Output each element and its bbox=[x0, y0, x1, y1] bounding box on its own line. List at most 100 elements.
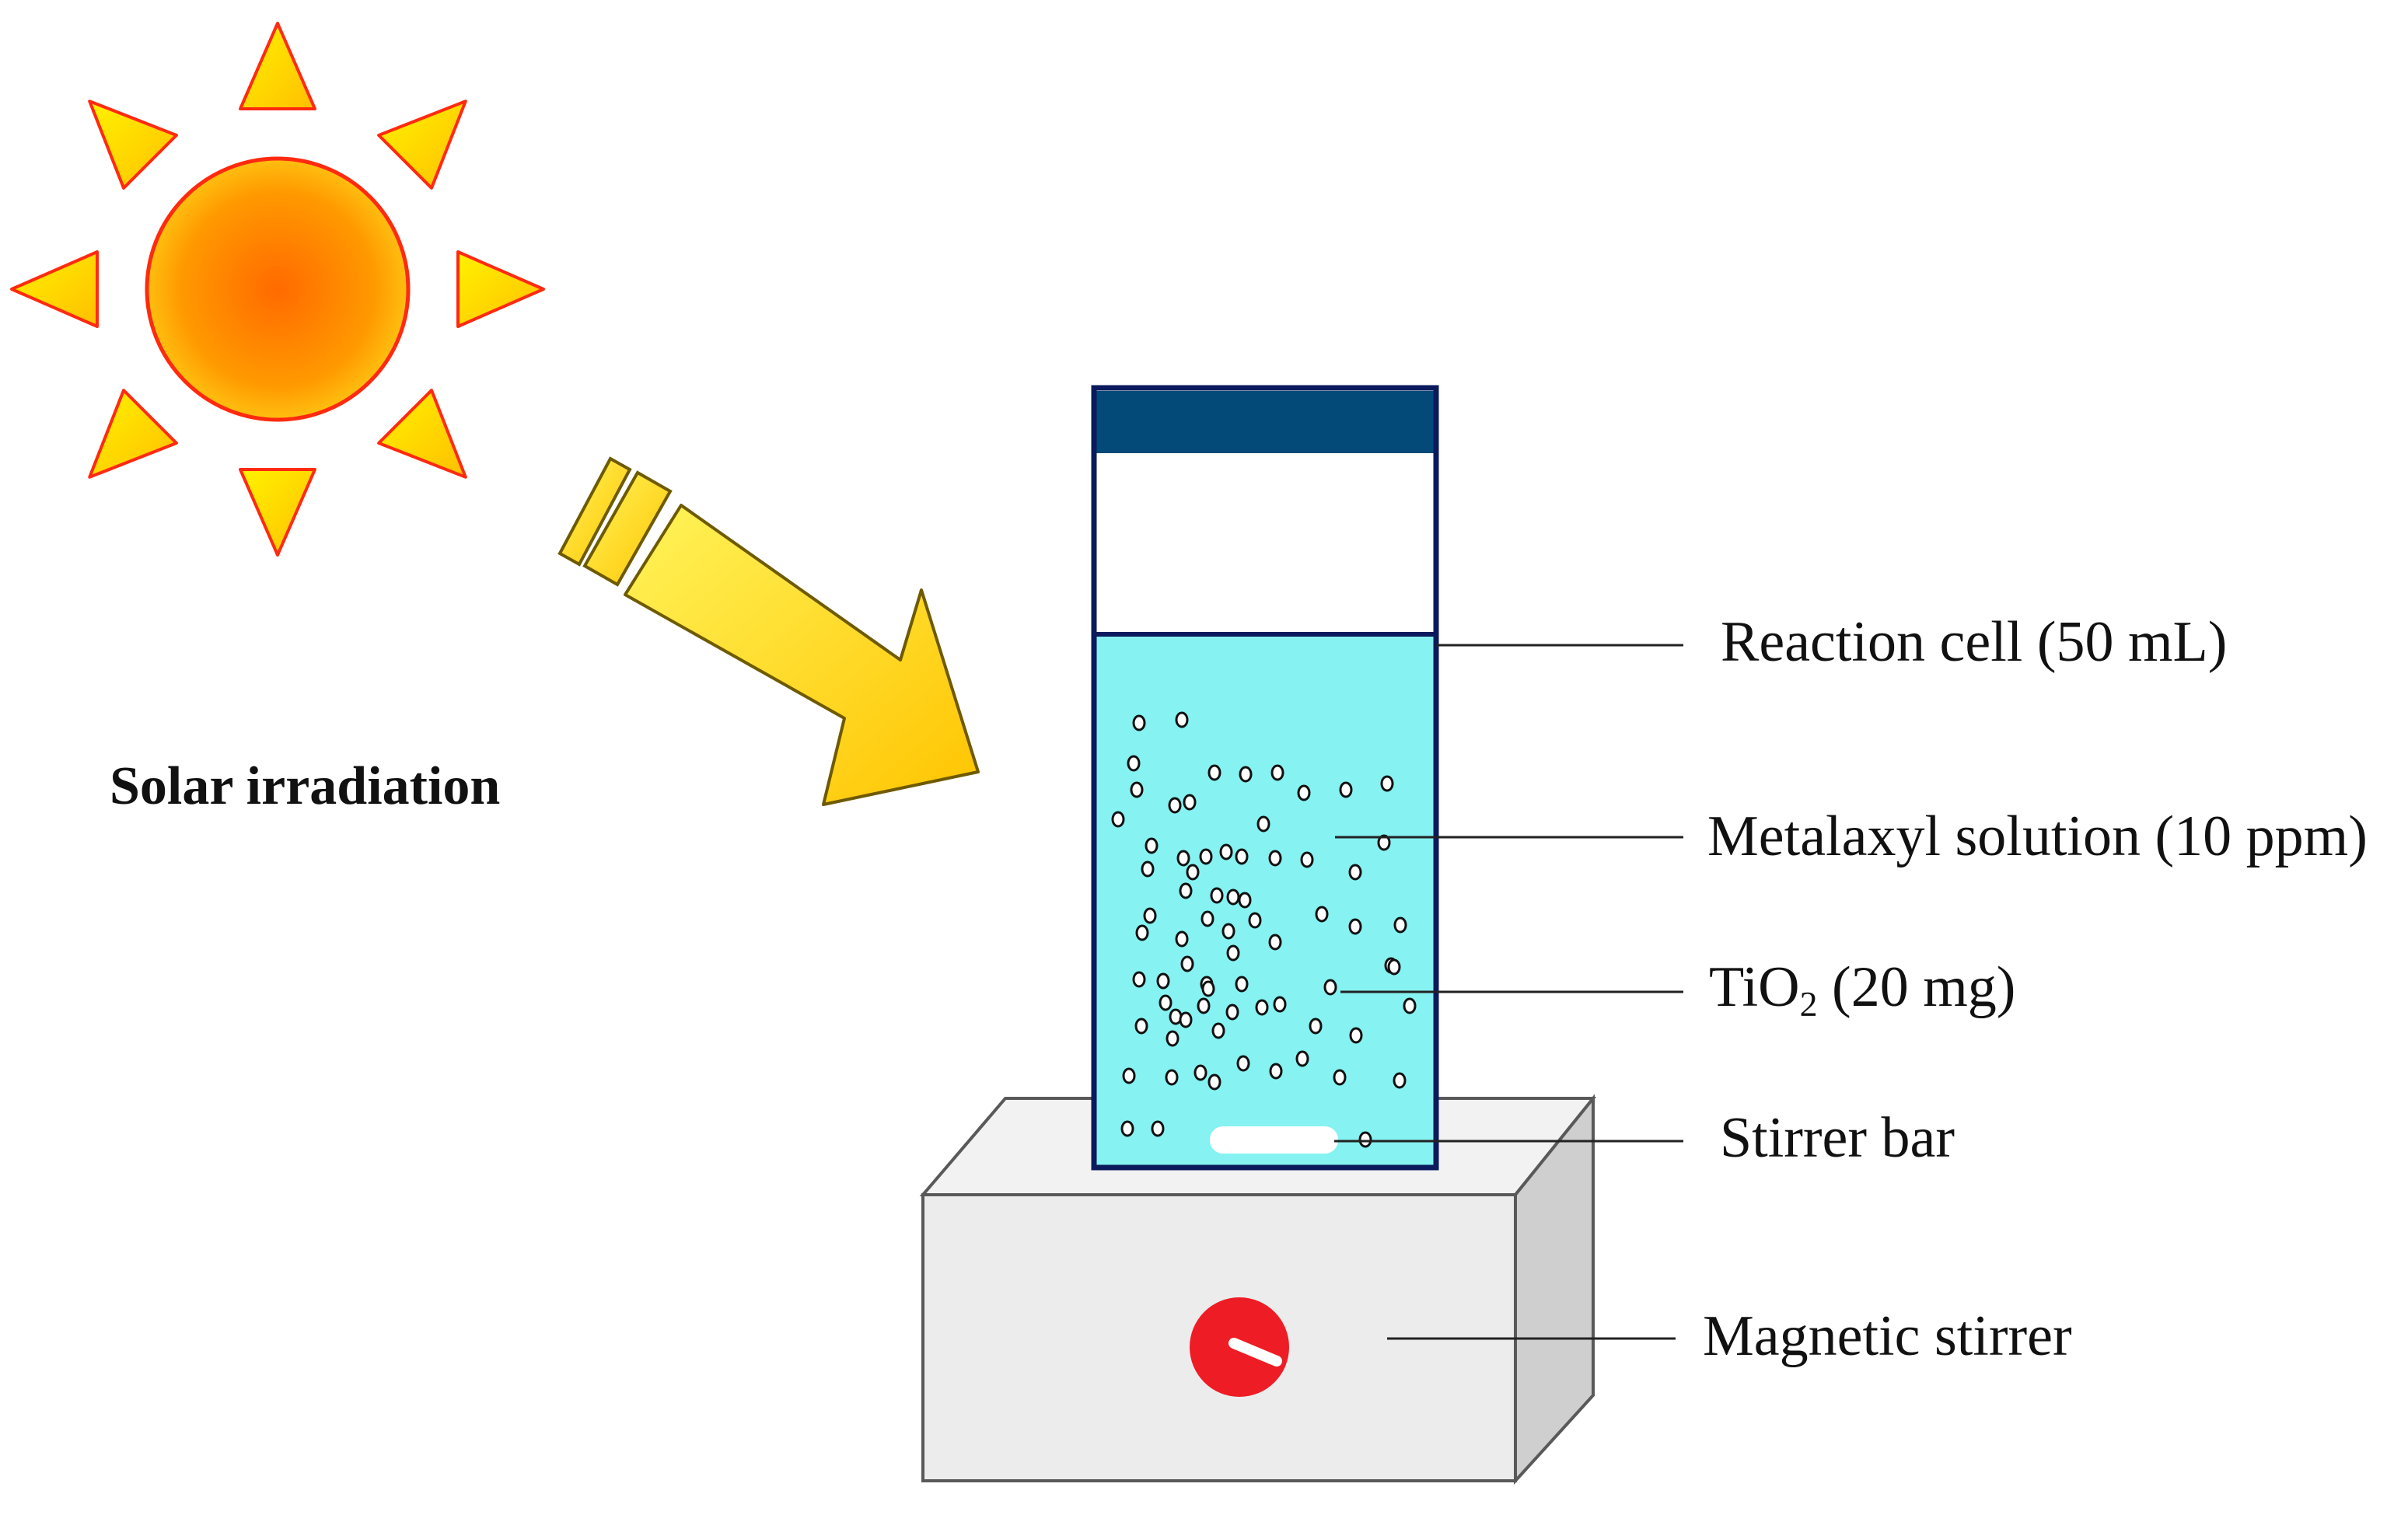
tio2-particle bbox=[1207, 764, 1221, 781]
cell-solution bbox=[1094, 634, 1436, 1165]
reaction-cell-label: Reaction cell (50 mL) bbox=[1721, 610, 2228, 674]
tio2-particle bbox=[1130, 781, 1144, 798]
tio2-particle bbox=[1165, 1069, 1179, 1086]
cell-cap bbox=[1094, 391, 1436, 453]
metalaxyl-solution-label: Metalaxyl solution (10 ppm) bbox=[1707, 805, 2368, 868]
tio2-particle bbox=[1380, 775, 1394, 792]
tio2-particle bbox=[1143, 907, 1157, 924]
sun-ray bbox=[239, 22, 316, 110]
tio2-particle bbox=[1255, 999, 1269, 1016]
tio2-particle bbox=[1323, 979, 1337, 996]
tio2-particle bbox=[1166, 1030, 1180, 1047]
tio2-particle bbox=[1211, 1022, 1225, 1039]
tio2-particle bbox=[1393, 916, 1407, 934]
tio2-particle bbox=[1358, 1131, 1372, 1148]
tio2-amount: (20 mg) bbox=[1817, 955, 2016, 1019]
tio2-particle bbox=[1270, 764, 1284, 781]
sun-ray bbox=[377, 389, 467, 479]
tio2-particle bbox=[1236, 1055, 1250, 1072]
tio2-particle bbox=[1210, 887, 1224, 904]
tio2-particle bbox=[1268, 850, 1282, 867]
tio2-particle bbox=[1194, 1064, 1207, 1081]
tio2-particle bbox=[1197, 997, 1211, 1014]
tio2-particle bbox=[1201, 910, 1214, 927]
tio2-particle bbox=[1268, 934, 1282, 951]
arrow-stripe-1 bbox=[557, 456, 632, 567]
arrow-body bbox=[624, 504, 980, 806]
arrow-stripe-2 bbox=[582, 470, 673, 587]
sun-ray bbox=[10, 250, 99, 328]
tio2-particle bbox=[1151, 1120, 1165, 1137]
tio2-particle bbox=[1295, 1050, 1309, 1067]
tio2-particle bbox=[1141, 860, 1155, 878]
tio2-particle bbox=[1127, 755, 1141, 772]
tio2-particle bbox=[1179, 882, 1193, 899]
tio2-particle bbox=[1377, 834, 1391, 851]
tio2-label: TiO2 (20 mg) bbox=[1709, 955, 2015, 1025]
tio2-particle bbox=[1348, 918, 1362, 935]
tio2-particle bbox=[1156, 972, 1170, 990]
tio2-particle bbox=[1145, 837, 1159, 854]
tio2-particle bbox=[1180, 955, 1194, 972]
tio2-particle bbox=[1199, 848, 1213, 865]
stirrer-bar-label: Stirrer bar bbox=[1720, 1106, 1955, 1170]
tio2-particle bbox=[1175, 930, 1189, 948]
tio2-particle bbox=[1393, 1072, 1407, 1089]
tio2-particle bbox=[1120, 1120, 1134, 1137]
tio2-particle bbox=[1219, 843, 1233, 860]
tio2-particles bbox=[1111, 711, 1417, 1148]
sun-ray bbox=[239, 468, 316, 557]
tio2-particle bbox=[1134, 1018, 1148, 1035]
tio2-particle bbox=[1226, 944, 1240, 962]
tio2-particle bbox=[1186, 864, 1200, 881]
sun-icon bbox=[10, 22, 545, 557]
tio2-particle bbox=[1403, 997, 1417, 1014]
leader-lines bbox=[1334, 644, 1683, 1340]
magnetic-stirrer-label: Magnetic stirrer bbox=[1703, 1304, 2072, 1368]
tio2-particle bbox=[1226, 888, 1240, 906]
tio2-particle bbox=[1235, 848, 1249, 865]
tio2-particle bbox=[1122, 1067, 1136, 1084]
tio2-particle bbox=[1225, 1004, 1239, 1021]
stirrer-bar bbox=[1210, 1126, 1338, 1154]
stirrer-knob-mark bbox=[1228, 1338, 1282, 1367]
tio2-particle bbox=[1221, 923, 1235, 940]
sun-rays bbox=[10, 22, 545, 557]
tio2-particle bbox=[1248, 912, 1262, 929]
sun-ray bbox=[377, 99, 467, 190]
tio2-subscript: 2 bbox=[1799, 983, 1818, 1024]
tio2-particle bbox=[1315, 906, 1329, 923]
reaction-cell bbox=[1091, 385, 1439, 1171]
tio2-particle bbox=[1235, 976, 1249, 993]
tio2-particle bbox=[1159, 994, 1173, 1011]
tio2-particle bbox=[1297, 784, 1311, 801]
tio2-particle bbox=[1132, 714, 1146, 731]
tio2-particle bbox=[1168, 797, 1182, 814]
tio2-particle bbox=[1309, 1018, 1323, 1035]
sun-ray bbox=[456, 250, 545, 328]
tio2-particle bbox=[1339, 781, 1353, 798]
irradiation-arrow bbox=[557, 456, 980, 806]
tio2-particle bbox=[1176, 850, 1190, 867]
tio2-particle bbox=[1132, 971, 1146, 988]
tio2-particle bbox=[1387, 958, 1401, 976]
tio2-particle bbox=[1348, 864, 1362, 881]
tio2-particle bbox=[1269, 1063, 1283, 1080]
tio2-particle bbox=[1238, 892, 1252, 909]
tio2-particle bbox=[1207, 1073, 1221, 1091]
tio2-particle bbox=[1239, 766, 1253, 783]
tio2-particle bbox=[1179, 1011, 1193, 1028]
solar-irradiation-label: Solar irradiation bbox=[110, 756, 501, 816]
tio2-particle bbox=[1273, 996, 1287, 1013]
tio2-particle bbox=[1175, 711, 1189, 728]
tio2-particle bbox=[1349, 1027, 1363, 1044]
tio2-particle bbox=[1333, 1069, 1347, 1086]
tio2-particle bbox=[1300, 851, 1314, 868]
tio2-particle bbox=[1256, 815, 1270, 833]
sun-ray bbox=[88, 389, 178, 479]
sun-ray bbox=[88, 99, 178, 190]
tio2-particle bbox=[1201, 980, 1215, 997]
tio2-formula: TiO bbox=[1709, 955, 1800, 1019]
